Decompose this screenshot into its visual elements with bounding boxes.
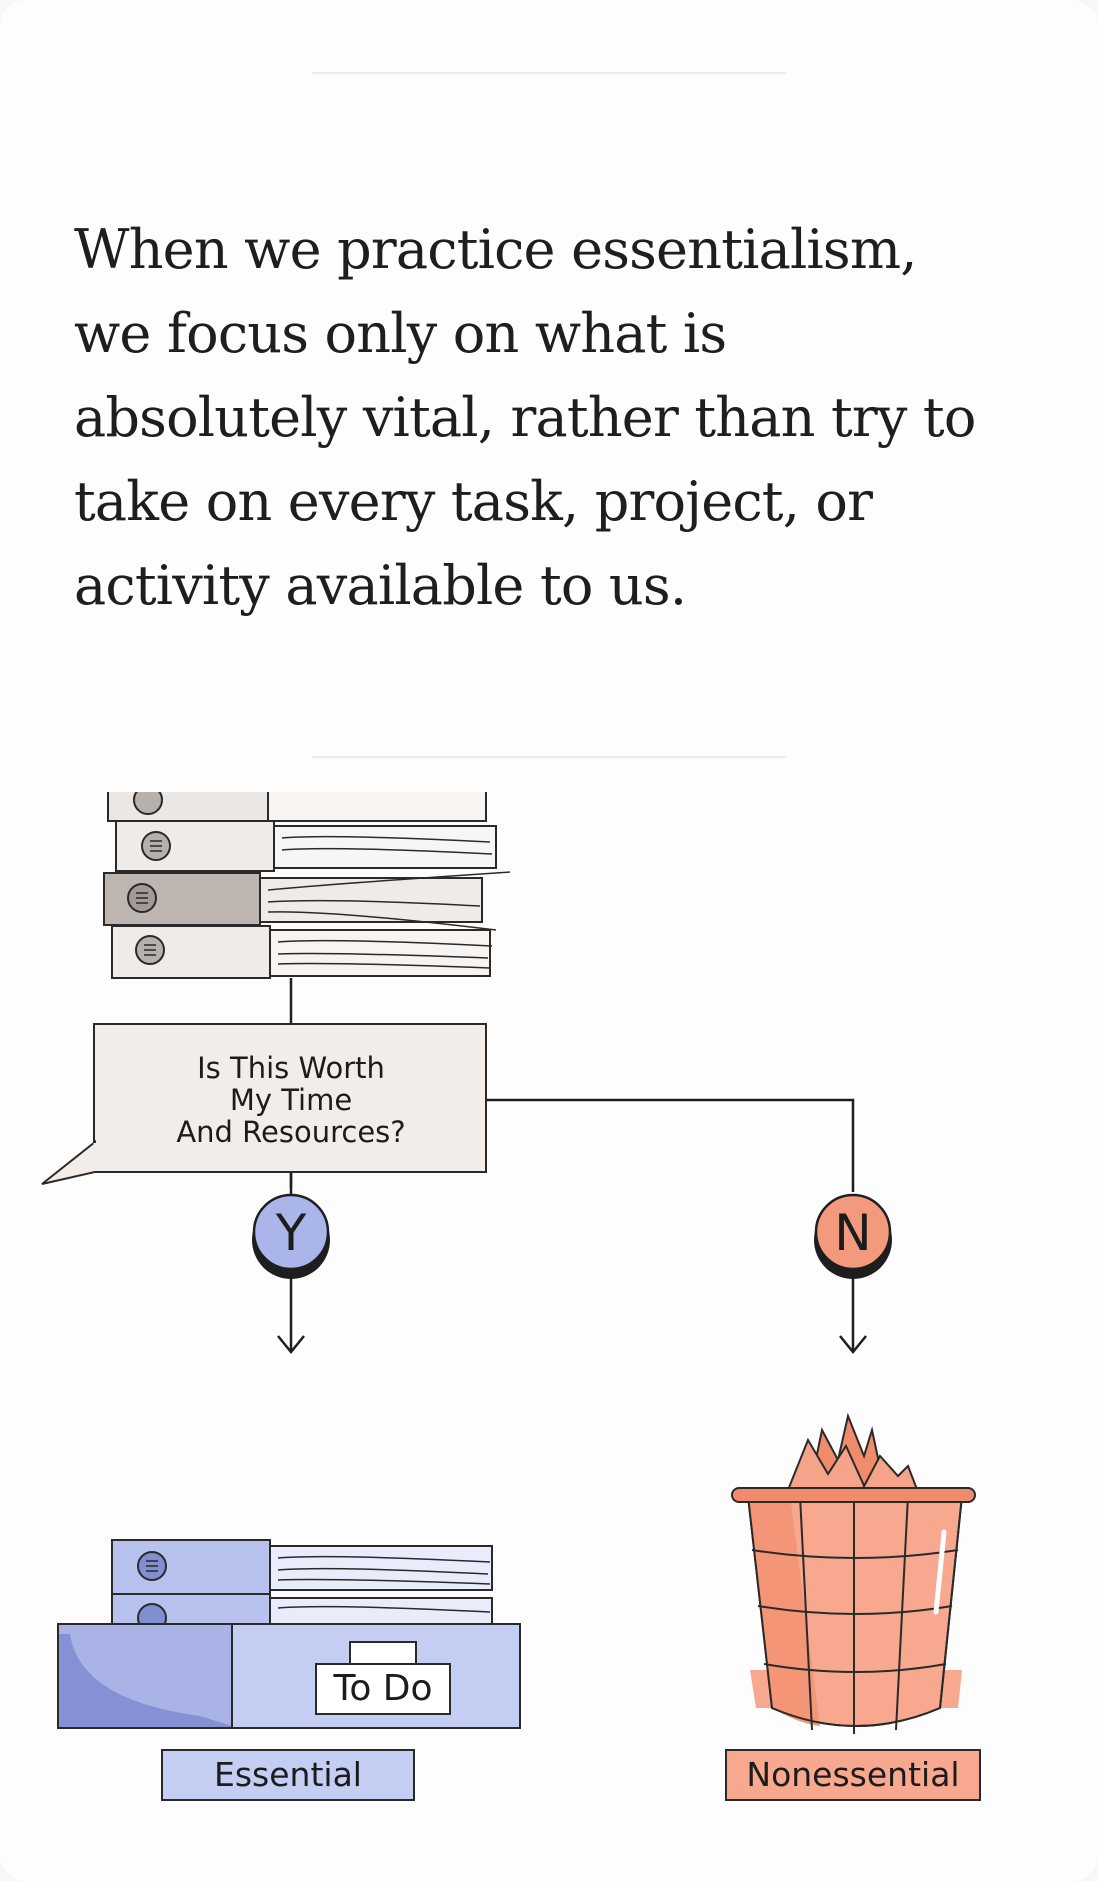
quote-line: absolutely vital, rather than try to xyxy=(74,386,976,449)
question-line: And Resources? xyxy=(176,1115,405,1149)
no-label: N xyxy=(834,1204,871,1262)
speech-bubble-icon xyxy=(41,1023,487,1185)
nonessential-tag xyxy=(725,1749,981,1801)
todo-label: To Do xyxy=(332,1668,432,1709)
yes-node: Y xyxy=(252,1193,330,1279)
essential-tag xyxy=(161,1749,415,1801)
no-node: N xyxy=(814,1193,892,1279)
essential-label: Essential xyxy=(214,1755,362,1794)
quote-line: take on every task, project, or xyxy=(74,470,873,533)
trash-basket-icon xyxy=(731,1412,976,1734)
quote-line: we focus only on what is xyxy=(74,302,727,365)
binder-stack-icon xyxy=(103,792,511,979)
yes-label: Y xyxy=(275,1204,307,1262)
top-divider xyxy=(312,72,786,74)
question-line: My Time xyxy=(230,1083,352,1117)
quote-text: When we practice essentialism, we focus … xyxy=(74,208,1054,628)
middle-divider xyxy=(312,756,786,758)
question-line: Is This Worth xyxy=(197,1051,385,1085)
quote-line: activity available to us. xyxy=(74,554,687,617)
nonessential-label: Nonessential xyxy=(746,1755,959,1794)
file-box-icon xyxy=(57,1539,521,1729)
quote-line: When we practice essentialism, xyxy=(74,218,917,281)
arrow-down-icon xyxy=(277,1335,305,1354)
arrow-down-icon xyxy=(839,1335,867,1354)
